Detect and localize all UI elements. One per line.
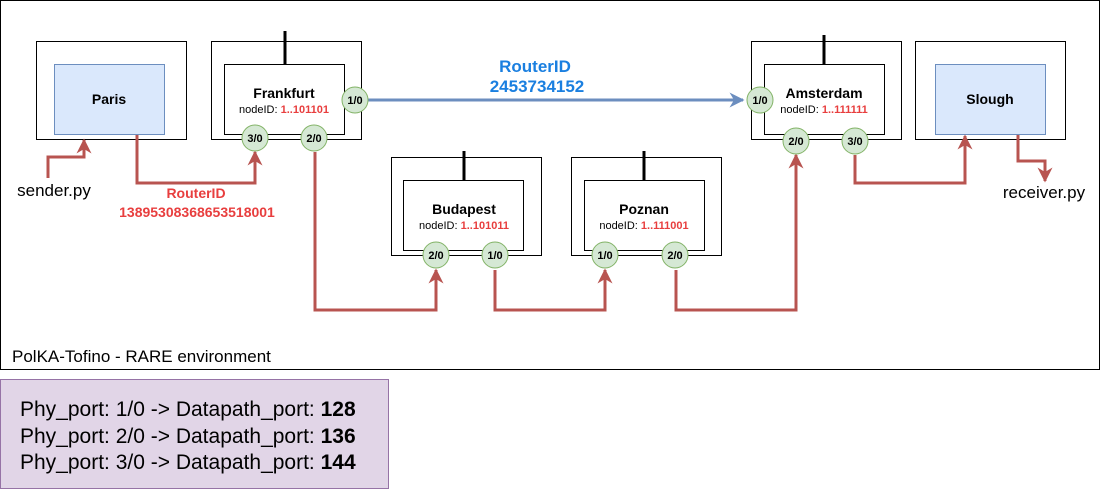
legend-row-value: 128	[320, 398, 356, 421]
port-mapping-legend: Phy_port: 1/0 -> Datapath_port: 128 Phy_…	[0, 379, 389, 489]
link-sender-to-paris	[46, 138, 92, 178]
bottom-routerid-label: RouterID	[166, 185, 225, 201]
port-poznan-1-0[interactable]: 1/0	[591, 241, 619, 269]
legend-row-value: 144	[320, 451, 356, 474]
host-paris[interactable]: Paris	[36, 41, 187, 140]
router-poznan-nodeid: nodeID: 1..111001	[599, 220, 688, 232]
port-amsterdam-2-0[interactable]: 2/0	[782, 127, 810, 155]
port-label: 3/0	[247, 133, 262, 145]
port-label: 2/0	[306, 133, 321, 145]
environment-label: PolKA-Tofino - RARE environment	[12, 347, 271, 366]
router-frankfurt-name: Frankfurt	[253, 85, 315, 101]
port-label: 1/0	[752, 95, 767, 107]
router-budapest[interactable]: Budapest nodeID: 1..101011	[391, 151, 542, 256]
router-frankfurt[interactable]: Frankfurt nodeID: 1..101101	[211, 31, 362, 140]
legend-row: Phy_port: 2/0 -> Datapath_port: 136	[20, 425, 356, 449]
port-frankfurt-2-0[interactable]: 2/0	[300, 124, 328, 152]
router-poznan[interactable]: Poznan nodeID: 1..111001	[571, 151, 722, 256]
port-label: 2/0	[788, 136, 803, 148]
port-frankfurt-1-0[interactable]: 1/0	[341, 86, 369, 114]
host-paris-label: Paris	[92, 91, 126, 107]
port-budapest-2-0[interactable]: 2/0	[422, 241, 450, 269]
link-slough-to-receiver	[1016, 135, 1053, 183]
router-amsterdam-nodeid: nodeID: 1..111111	[780, 104, 868, 116]
link-poznan-to-amsterdam	[674, 153, 804, 312]
link-paris-to-frankfurt	[135, 135, 263, 185]
port-frankfurt-3-0[interactable]: 3/0	[241, 124, 269, 152]
legend-row-text: Phy_port: 3/0 -> Datapath_port:	[20, 451, 321, 474]
legend-row: Phy_port: 3/0 -> Datapath_port: 144	[20, 451, 356, 475]
router-frankfurt-nodeid: nodeID: 1..101101	[239, 104, 329, 116]
router-amsterdam-name: Amsterdam	[785, 85, 862, 101]
port-amsterdam-3-0[interactable]: 3/0	[841, 127, 869, 155]
legend-row-value: 136	[320, 425, 356, 448]
sender-script-label: sender.py	[17, 181, 91, 200]
port-label: 3/0	[847, 136, 862, 148]
router-poznan-name: Poznan	[619, 201, 669, 217]
link-frankfurt-to-budapest	[313, 152, 444, 312]
legend-row-text: Phy_port: 1/0 -> Datapath_port:	[20, 398, 321, 421]
router-budapest-name: Budapest	[432, 201, 496, 217]
host-slough-label: Slough	[966, 91, 1013, 107]
port-label: 1/0	[347, 95, 362, 107]
bottom-routerid-value: 13895308368653518001	[119, 204, 275, 220]
router-budapest-nodeid: nodeID: 1..101011	[419, 220, 509, 232]
port-label: 1/0	[597, 250, 612, 262]
top-routerid-value: 2453734152	[490, 77, 585, 96]
host-slough[interactable]: Slough	[915, 41, 1066, 140]
port-poznan-2-0[interactable]: 2/0	[661, 241, 689, 269]
router-amsterdam[interactable]: Amsterdam nodeID: 1..111111	[751, 35, 902, 140]
port-label: 2/0	[428, 250, 443, 262]
port-label: 1/0	[487, 250, 502, 262]
port-label: 2/0	[667, 250, 682, 262]
legend-row-text: Phy_port: 2/0 -> Datapath_port:	[20, 425, 321, 448]
link-budapest-to-poznan	[493, 268, 613, 312]
legend-row: Phy_port: 1/0 -> Datapath_port: 128	[20, 398, 356, 422]
link-amsterdam-to-slough	[853, 134, 973, 185]
port-amsterdam-1-0[interactable]: 1/0	[746, 86, 774, 114]
top-routerid-label: RouterID	[499, 57, 571, 76]
receiver-script-label: receiver.py	[1003, 183, 1086, 202]
port-budapest-1-0[interactable]: 1/0	[481, 241, 509, 269]
